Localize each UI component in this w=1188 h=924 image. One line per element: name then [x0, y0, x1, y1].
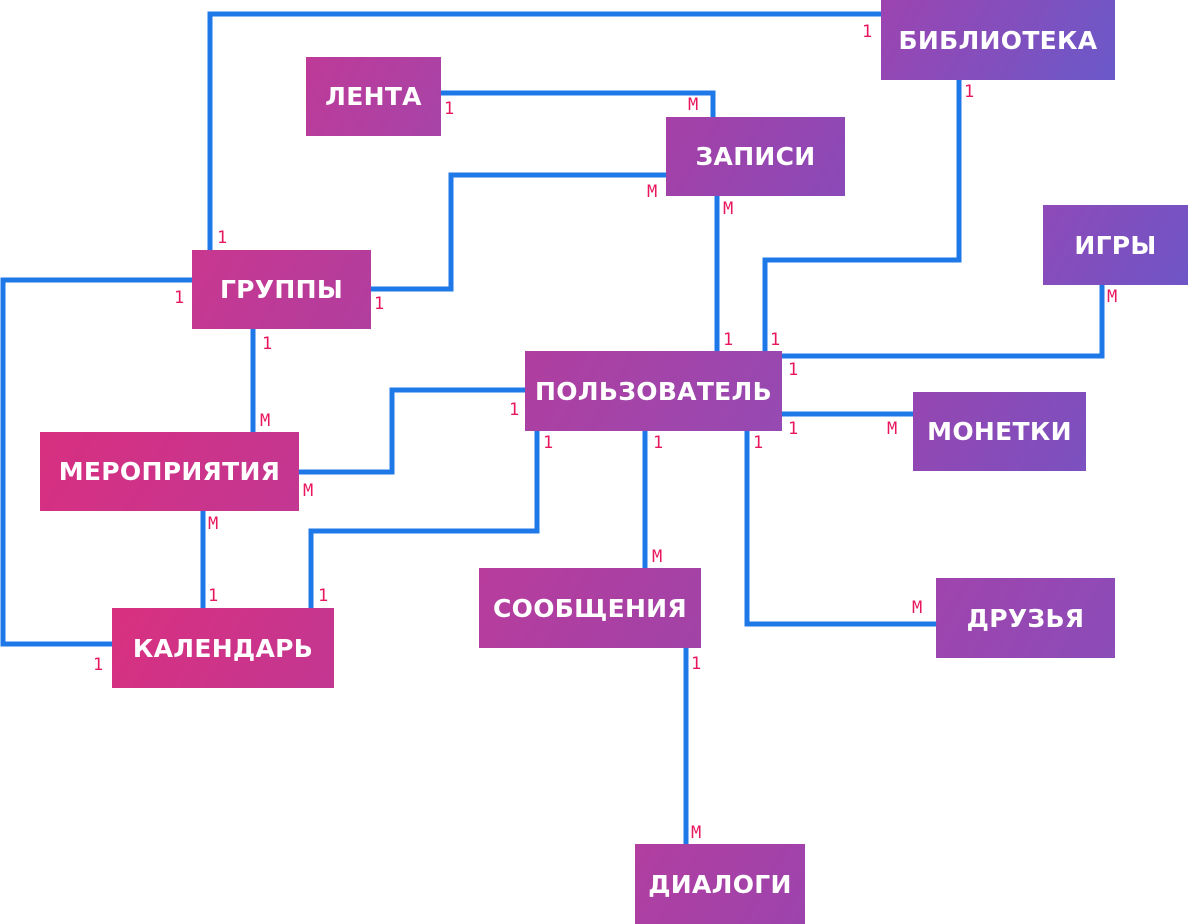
card-polzovatel-biblioteka-from: 1 — [770, 330, 781, 350]
card-polzovatel-kalendar-to: 1 — [318, 586, 329, 606]
link-polzovatel-meropriyatiya — [296, 387, 528, 475]
card-gruppy-kalendar-to: 1 — [93, 655, 104, 675]
entity-polzovatel: ПОЛЬЗОВАТЕЛЬ — [525, 351, 782, 431]
card-gruppy-meropriyatiya-to: М — [260, 411, 271, 431]
link-polzovatel-druzya — [744, 428, 939, 627]
entity-zapisi: ЗАПИСИ — [666, 117, 845, 196]
card-polzovatel-monetki-from: 1 — [788, 419, 799, 439]
link-gruppy-kalendar — [0, 277, 195, 647]
entity-biblioteka: БИБЛИОТЕКА — [881, 0, 1115, 80]
link-polzovatel-kalendar — [308, 428, 540, 611]
card-polzovatel-igry-from: 1 — [788, 360, 799, 380]
entity-monetki: МОНЕТКИ — [913, 392, 1086, 471]
card-polzovatel-biblioteka-to: 1 — [964, 82, 975, 102]
entity-soobshcheniya: СООБЩЕНИЯ — [479, 568, 701, 648]
card-lenta-zapisi-from: 1 — [444, 99, 455, 119]
card-soobshcheniya-dialogi-to: М — [691, 823, 702, 843]
link-polzovatel-igry — [779, 282, 1105, 359]
entity-igry: ИГРЫ — [1043, 205, 1188, 285]
card-polzovatel-kalendar-from: 1 — [543, 433, 554, 453]
card-polzovatel-meropriyatiya-from: 1 — [509, 400, 520, 420]
entity-dialogi: ДИАЛОГИ — [635, 844, 805, 924]
link-gruppy-zapisi — [368, 172, 669, 292]
card-gruppy-meropriyatiya-from: 1 — [262, 334, 273, 354]
card-gruppy-biblioteka-to: 1 — [862, 22, 873, 42]
link-polzovatel-biblioteka — [762, 77, 962, 354]
card-meropriyatiya-kalendar-to: 1 — [208, 586, 219, 606]
card-gruppy-zapisi-to: М — [647, 182, 658, 202]
link-lenta-zapisi — [438, 90, 716, 120]
card-polzovatel-druzya-from: 1 — [753, 433, 764, 453]
card-polzovatel-monetki-to: М — [887, 419, 898, 439]
entity-druzya: ДРУЗЬЯ — [936, 578, 1115, 658]
card-soobshcheniya-dialogi-from: 1 — [691, 654, 702, 674]
entity-meropriyatiya: МЕРОПРИЯТИЯ — [40, 432, 299, 511]
entity-lenta: ЛЕНТА — [306, 57, 441, 136]
card-lenta-zapisi-to: М — [688, 95, 699, 115]
link-gruppy-biblioteka — [207, 11, 885, 253]
card-gruppy-biblioteka-from: 1 — [217, 228, 228, 248]
card-gruppy-zapisi-from: 1 — [374, 294, 385, 314]
entity-gruppy: ГРУППЫ — [192, 250, 371, 329]
card-gruppy-kalendar-from: 1 — [174, 288, 185, 308]
entity-kalendar: КАЛЕНДАРЬ — [112, 608, 334, 688]
card-polzovatel-soobshcheniya-to: М — [652, 547, 663, 567]
card-polzovatel-druzya-to: М — [912, 598, 923, 618]
card-polzovatel-meropriyatiya-to: М — [303, 481, 314, 501]
card-polzovatel-zapisi-from: 1 — [723, 330, 734, 350]
card-polzovatel-igry-to: М — [1107, 287, 1118, 307]
card-meropriyatiya-kalendar-from: М — [208, 514, 219, 534]
card-polzovatel-zapisi-to: М — [723, 199, 734, 219]
card-polzovatel-soobshcheniya-from: 1 — [653, 433, 664, 453]
